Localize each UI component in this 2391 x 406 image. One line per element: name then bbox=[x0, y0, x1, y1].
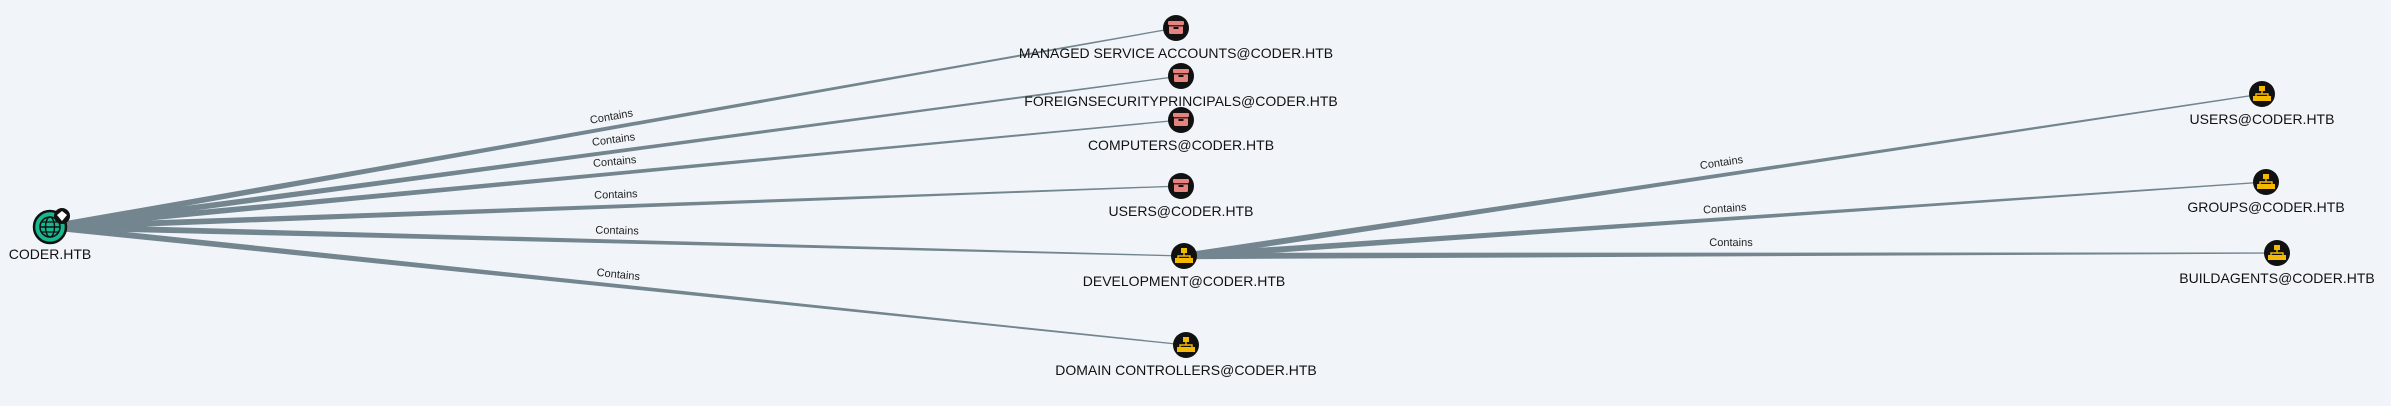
edge-label: Contains bbox=[593, 154, 638, 170]
diamond-badge-icon bbox=[54, 208, 70, 224]
node-label: DOMAIN CONTROLLERS@CODER.HTB bbox=[1055, 362, 1317, 378]
edge-label: Contains bbox=[1699, 154, 1744, 172]
edge-label: Contains bbox=[591, 131, 636, 149]
edge-label: Contains bbox=[596, 267, 641, 283]
edge-label: Contains bbox=[595, 224, 639, 237]
edge-domain-users1[interactable] bbox=[49, 185, 1182, 231]
node-label: DEVELOPMENT@CODER.HTB bbox=[1083, 273, 1285, 289]
node-msa[interactable]: MANAGED SERVICE ACCOUNTS@CODER.HTB bbox=[1019, 15, 1333, 61]
node-fsp[interactable]: FOREIGNSECURITYPRINCIPALS@CODER.HTB bbox=[1024, 63, 1338, 109]
node-dc[interactable]: DOMAIN CONTROLLERS@CODER.HTB bbox=[1055, 332, 1317, 378]
node-label: USERS@CODER.HTB bbox=[1109, 203, 1254, 219]
edge-domain-dev[interactable] bbox=[49, 223, 1185, 257]
org-unit-icon bbox=[2268, 245, 2286, 260]
container-box-icon bbox=[1173, 113, 1189, 126]
node-computers[interactable]: COMPUTERS@CODER.HTB bbox=[1088, 107, 1274, 153]
node-label: MANAGED SERVICE ACCOUNTS@CODER.HTB bbox=[1019, 45, 1333, 61]
edge-domain-fsp[interactable] bbox=[49, 75, 1182, 231]
edge-domain-msa[interactable] bbox=[49, 27, 1177, 231]
edge-label: Contains bbox=[1703, 202, 1748, 217]
nodes-layer: CODER.HTB MANAGED SERVICE ACCOUNTS@CODER.… bbox=[9, 15, 2375, 378]
edge-label: Contains bbox=[1709, 237, 1753, 249]
node-dev[interactable]: DEVELOPMENT@CODER.HTB bbox=[1083, 243, 1285, 289]
node-users2[interactable]: USERS@CODER.HTB bbox=[2190, 81, 2335, 127]
edge-label: Contains bbox=[594, 188, 638, 202]
edge-dev-buildagents[interactable] bbox=[1183, 252, 2278, 260]
node-label: USERS@CODER.HTB bbox=[2190, 111, 2335, 127]
globe-icon bbox=[39, 216, 61, 238]
node-domain[interactable]: CODER.HTB bbox=[9, 208, 91, 262]
node-label: CODER.HTB bbox=[9, 246, 91, 262]
org-unit-icon bbox=[1177, 337, 1195, 352]
edges-layer bbox=[49, 27, 2278, 346]
container-box-icon bbox=[1173, 179, 1189, 192]
edge-domain-dc[interactable] bbox=[49, 223, 1187, 346]
container-box-icon bbox=[1168, 21, 1184, 34]
node-users1[interactable]: USERS@CODER.HTB bbox=[1109, 173, 1254, 219]
org-unit-icon bbox=[1175, 248, 1193, 263]
node-buildagents[interactable]: BUILDAGENTS@CODER.HTB bbox=[2179, 240, 2375, 286]
edge-dev-groups[interactable] bbox=[1183, 181, 2267, 260]
org-unit-icon bbox=[2257, 174, 2275, 189]
node-label: FOREIGNSECURITYPRINCIPALS@CODER.HTB bbox=[1024, 93, 1337, 109]
node-label: GROUPS@CODER.HTB bbox=[2187, 199, 2344, 215]
org-unit-icon bbox=[2253, 86, 2271, 101]
node-label: BUILDAGENTS@CODER.HTB bbox=[2179, 270, 2374, 286]
node-label: COMPUTERS@CODER.HTB bbox=[1088, 137, 1274, 153]
container-box-icon bbox=[1173, 69, 1189, 82]
edge-labels-layer: ContainsContainsContainsContainsContains… bbox=[589, 107, 1753, 283]
edge-dev-users2[interactable] bbox=[1183, 93, 2263, 260]
node-groups[interactable]: GROUPS@CODER.HTB bbox=[2187, 169, 2345, 215]
edge-domain-computers[interactable] bbox=[49, 119, 1182, 231]
